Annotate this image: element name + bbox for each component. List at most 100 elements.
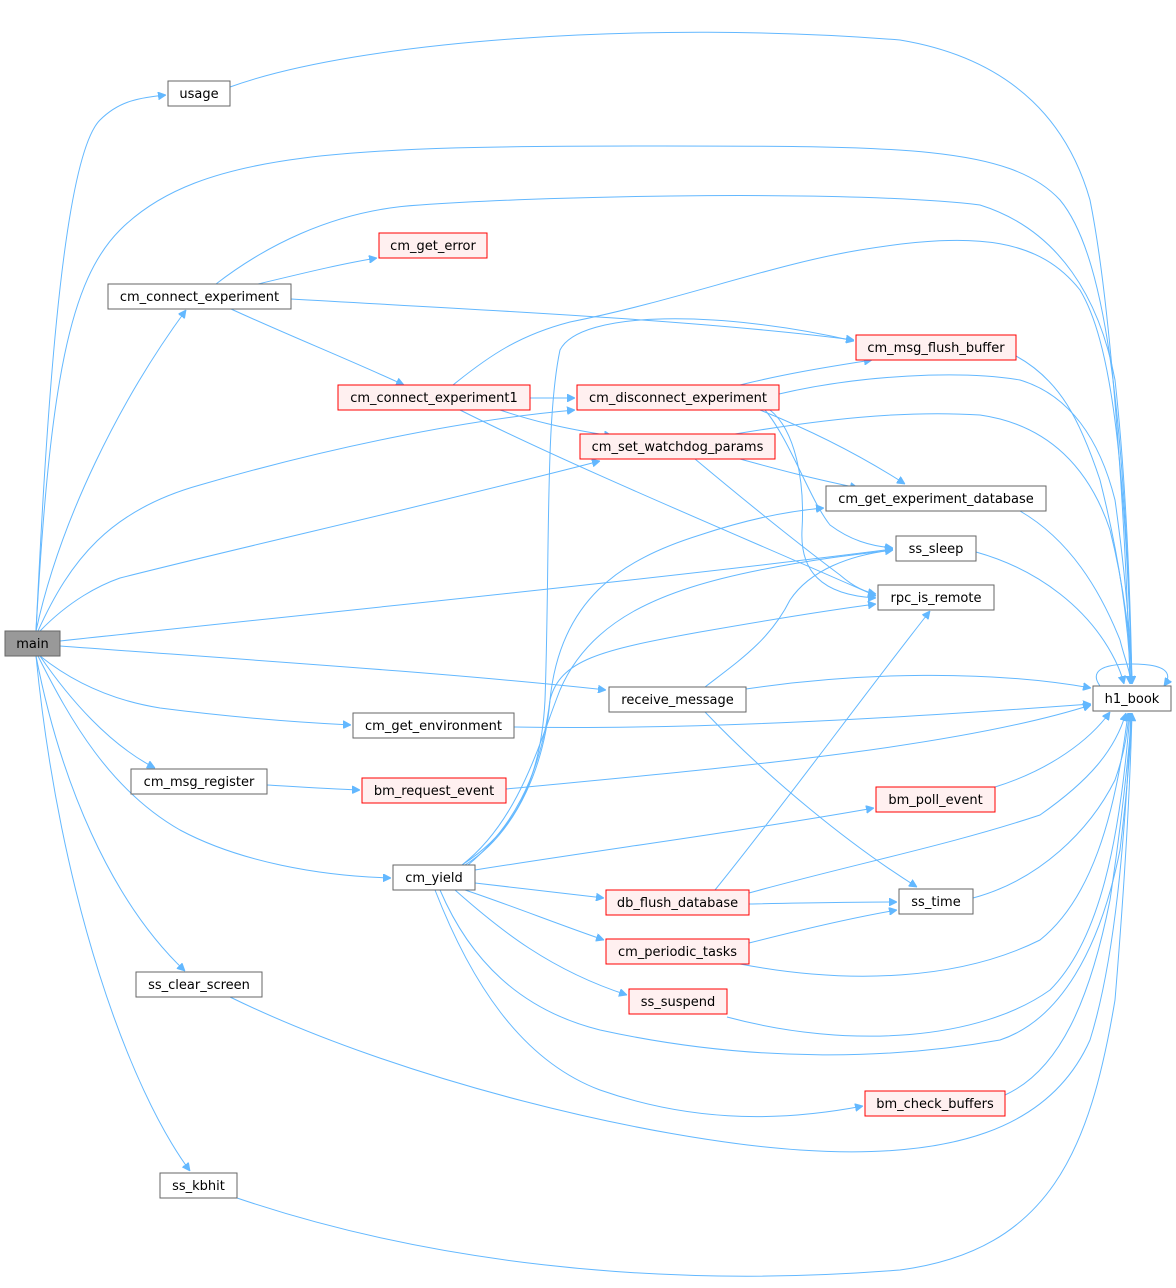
edge-main-to-ss_kbhit: [35, 655, 190, 1171]
node-cm-connect-experiment[interactable]: cm_connect_experiment: [107, 283, 292, 310]
edge-path: [748, 713, 1126, 894]
node-label: cm_periodic_tasks: [618, 945, 737, 960]
edge-cm_yield-to-cm_periodic_tasks: [464, 889, 604, 940]
node-label: cm_connect_experiment1: [350, 391, 518, 406]
node-label: ss_sleep: [909, 542, 964, 557]
edge-cm_disconnect_experiment-to-ss_sleep: [764, 409, 893, 548]
edge-bm_request_event-to-h1_book: [505, 705, 1091, 790]
edge-path: [778, 374, 1132, 684]
node-box: [628, 988, 728, 1015]
node-box: [4, 630, 61, 657]
edge-main-to-ss_sleep: [59, 549, 893, 642]
edge-path: [704, 711, 917, 887]
node-label: cm_connect_experiment: [120, 290, 279, 305]
edge-bm_poll_event-to-h1_book: [994, 712, 1110, 788]
node-cm-disconnect-experiment[interactable]: cm_disconnect_experiment: [576, 384, 780, 411]
node-box: [352, 712, 515, 739]
node-cm-set-watchdog-params[interactable]: cm_set_watchdog_params: [579, 433, 776, 460]
edge-path: [461, 318, 854, 866]
edge-path: [215, 195, 1132, 684]
edge-cm_connect_experiment-to-cm_get_error: [257, 258, 377, 285]
node-cm-connect-experiment1[interactable]: cm_connect_experiment1: [337, 384, 531, 411]
node-box: [337, 384, 531, 411]
edge-path: [464, 508, 824, 866]
edge-db_flush_database-to-ss_time: [748, 902, 897, 904]
node-label: db_flush_database: [617, 896, 738, 911]
edge-cm_yield-to-h1_book: [439, 713, 1132, 1056]
node-receive-message[interactable]: receive_message: [608, 686, 747, 713]
node-box: [159, 1172, 238, 1199]
edge-bm_check_buffers-to-h1_book: [1004, 713, 1132, 1096]
edge-path: [39, 461, 600, 632]
node-ss-clear-screen[interactable]: ss_clear_screen: [135, 971, 263, 998]
edge-receive_message-to-ss_sleep: [704, 550, 893, 688]
node-box: [855, 334, 1017, 361]
node-cm-get-environment[interactable]: cm_get_environment: [352, 712, 515, 739]
edge-path: [759, 409, 905, 484]
node-main[interactable]: main: [4, 630, 61, 657]
edge-main-to-cm_get_environment: [39, 655, 351, 725]
edge-cm_set_watchdog_params-to-cm_get_experiment_database: [739, 458, 858, 488]
node-ss-kbhit[interactable]: ss_kbhit: [159, 1172, 238, 1199]
edge-path: [461, 550, 893, 866]
node-cm-yield[interactable]: cm_yield: [392, 864, 476, 891]
node-usage[interactable]: usage: [167, 80, 231, 107]
node-bm-check-buffers[interactable]: bm_check_buffers: [864, 1090, 1006, 1117]
node-box: [898, 888, 974, 915]
edge-path: [513, 704, 1091, 728]
edge-path: [35, 145, 1132, 684]
node-label: bm_check_buffers: [876, 1097, 994, 1112]
edge-cm_disconnect_experiment-to-cm_get_experiment_database: [759, 409, 905, 484]
edge-path: [505, 705, 1091, 790]
node-box: [130, 768, 268, 795]
edge-path: [739, 458, 858, 488]
edge-path: [474, 882, 604, 898]
node-ss-sleep[interactable]: ss_sleep: [895, 535, 977, 562]
node-cm-msg-flush-buffer[interactable]: cm_msg_flush_buffer: [855, 334, 1017, 361]
edge-path: [769, 409, 876, 598]
node-db-flush-database[interactable]: db_flush_database: [605, 889, 750, 916]
node-ss-time[interactable]: ss_time: [898, 888, 974, 915]
edge-path: [499, 409, 612, 436]
edge-cm_connect_experiment1-to-rpc_is_remote: [459, 409, 876, 596]
node-rpc-is-remote[interactable]: rpc_is_remote: [877, 584, 995, 611]
node-box: [608, 686, 747, 713]
node-box: [895, 535, 977, 562]
edge-path: [739, 713, 1128, 977]
node-box: [1092, 685, 1172, 712]
node-cm-get-experiment-database[interactable]: cm_get_experiment_database: [825, 485, 1047, 512]
edge-cm_connect_experiment-to-cm_msg_flush_buffer: [290, 298, 854, 340]
node-label: ss_clear_screen: [148, 978, 250, 993]
node-bm-request-event[interactable]: bm_request_event: [361, 777, 507, 804]
node-label: cm_get_environment: [365, 719, 502, 734]
edge-main-to-h1_book: [35, 145, 1132, 684]
node-label: main: [16, 637, 48, 652]
edge-cm_yield-to-ss_suspend: [454, 889, 627, 995]
edge-path: [229, 31, 1130, 684]
node-box: [579, 433, 776, 460]
node-label: ss_suspend: [641, 995, 716, 1010]
node-cm-get-error[interactable]: cm_get_error: [378, 232, 488, 259]
node-cm-msg-register[interactable]: cm_msg_register: [130, 768, 268, 795]
edge-path: [748, 902, 897, 904]
edge-path: [35, 655, 190, 1171]
node-bm-poll-event[interactable]: bm_poll_event: [875, 786, 996, 813]
edge-db_flush_database-to-h1_book: [748, 713, 1126, 894]
edge-receive_message-to-ss_time: [704, 711, 917, 887]
node-ss-suspend[interactable]: ss_suspend: [628, 988, 728, 1015]
node-label: usage: [179, 87, 218, 102]
edge-cm_yield-to-db_flush_database: [474, 882, 604, 898]
edge-cm_connect_experiment-to-h1_book: [215, 195, 1132, 684]
node-box: [877, 584, 995, 611]
nodes-layer: main usage cm_connect_experiment cm_get_err…: [4, 80, 1172, 1199]
node-h1-book[interactable]: h1_book: [1092, 685, 1172, 712]
edge-path: [257, 258, 377, 285]
edge-path: [726, 713, 1130, 1037]
node-cm-periodic-tasks[interactable]: cm_periodic_tasks: [605, 938, 750, 965]
node-label: cm_msg_flush_buffer: [867, 341, 1005, 356]
node-box: [864, 1090, 1006, 1117]
edge-path: [35, 95, 166, 632]
edge-main-to-cm_msg_register: [39, 655, 155, 769]
node-box: [576, 384, 780, 411]
node-label: cm_yield: [405, 871, 462, 886]
